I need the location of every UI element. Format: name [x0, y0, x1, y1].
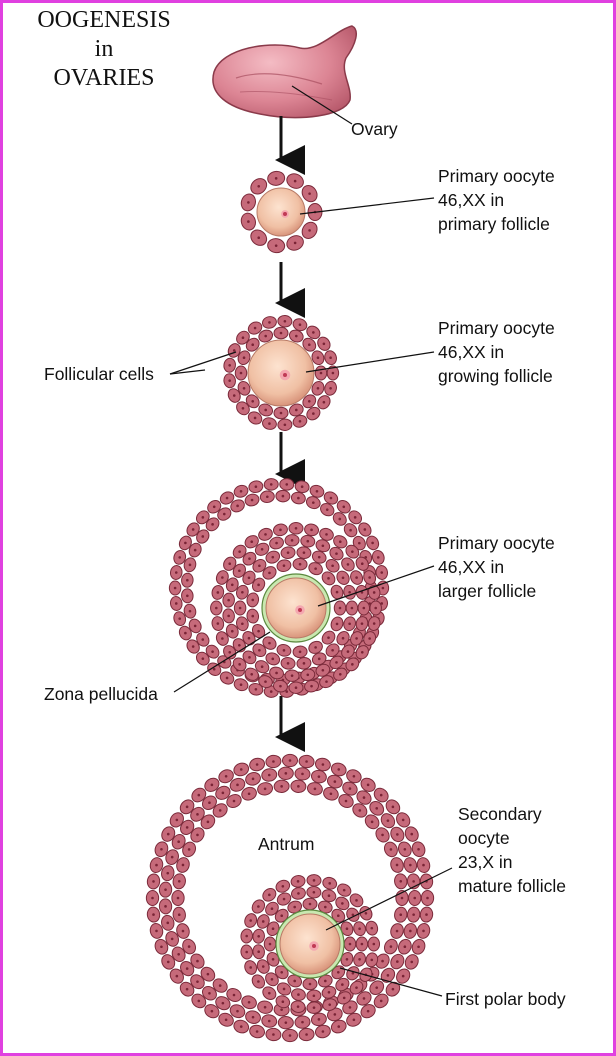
label-first-polar-body: First polar body: [445, 987, 566, 1011]
label-stage-growing-follicle: Primary oocyte 46,XX in growing follicle: [438, 316, 555, 388]
title-line-2: in: [14, 35, 194, 64]
label-line: 46,XX in: [438, 555, 555, 579]
label-line: 23,X in: [458, 850, 566, 874]
label-line: Secondary: [458, 802, 566, 826]
label-line: Primary oocyte: [438, 316, 555, 340]
ovary-shape: [213, 26, 356, 118]
label-line: larger follicle: [438, 579, 555, 603]
label-line: mature follicle: [458, 874, 566, 898]
label-ovary: Ovary: [351, 117, 398, 141]
label-stage-mature-follicle: Secondary oocyte 23,X in mature follicle: [458, 802, 566, 898]
larger-follicle: [169, 478, 388, 698]
label-antrum: Antrum: [258, 832, 314, 856]
label-zona-pellucida: Zona pellucida: [44, 682, 158, 706]
label-line: growing follicle: [438, 364, 555, 388]
label-line: 46,XX in: [438, 188, 555, 212]
primary-follicle: [239, 170, 322, 254]
label-stage-larger-follicle: Primary oocyte 46,XX in larger follicle: [438, 531, 555, 603]
label-line: primary follicle: [438, 212, 555, 236]
label-follicular-cells: Follicular cells: [44, 362, 154, 386]
title-line-1: OOGENESIS: [14, 6, 194, 35]
title-line-3: OVARIES: [14, 64, 194, 93]
label-line: Primary oocyte: [438, 164, 555, 188]
label-line: oocyte: [458, 826, 566, 850]
diagram-title: OOGENESIS in OVARIES: [14, 6, 194, 93]
growing-follicle: [223, 315, 339, 431]
label-line: Primary oocyte: [438, 531, 555, 555]
label-line: 46,XX in: [438, 340, 555, 364]
label-stage-primary-follicle: Primary oocyte 46,XX in primary follicle: [438, 164, 555, 236]
